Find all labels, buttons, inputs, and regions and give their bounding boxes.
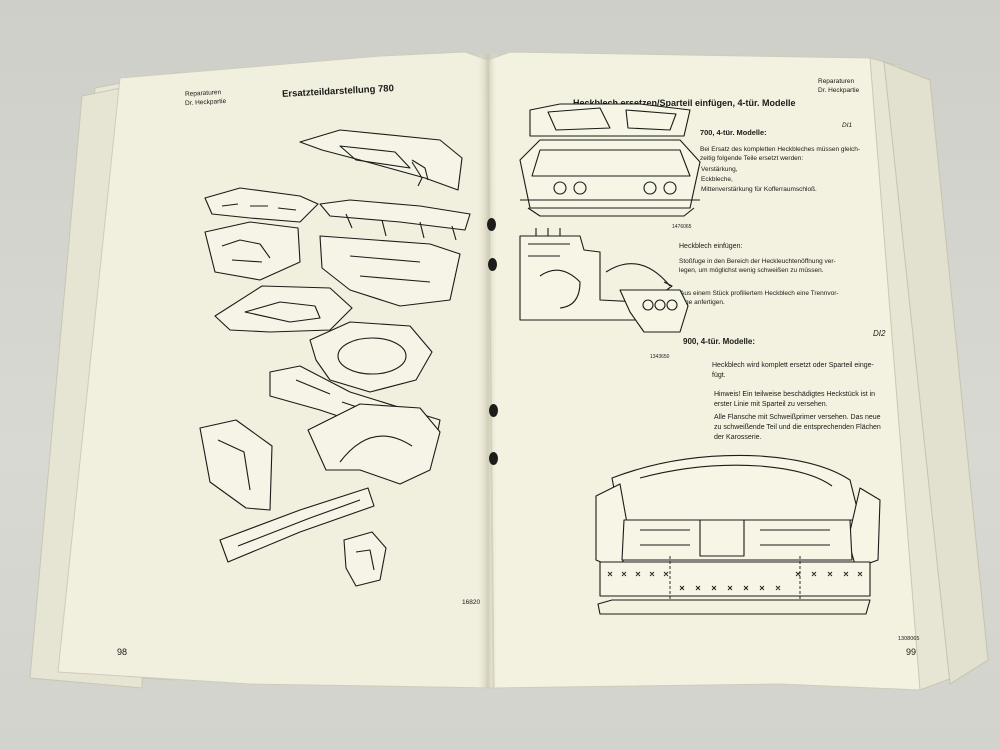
- part-rear-bracket: [319, 235, 461, 307]
- section2-heading: 900, 4-tür. Modelle:: [683, 337, 756, 346]
- section2-p2-line1: Hinweis! Ein teilweise beschädigtes Heck…: [714, 391, 876, 398]
- section1-intro-line1: Bei Ersatz des kompletten Heckbleches mü…: [700, 146, 861, 153]
- part-sill: [219, 487, 375, 563]
- section2-p2-line2: erster Linie mit Sparteil zu versehen.: [714, 401, 828, 408]
- section1-heading: 700, 4-tür. Modelle:: [700, 128, 767, 137]
- binding-hole: [488, 258, 497, 271]
- part-wheel-house: [307, 403, 441, 485]
- part-inner-panel: [204, 221, 301, 281]
- section1-code: DI1: [842, 122, 853, 129]
- part-trunk-lid: [299, 129, 463, 191]
- part-spare-wheel-well: [309, 321, 433, 393]
- binding-hole: [487, 218, 496, 231]
- section1-intro-line2: zeitig folgende Teile ersetzt werden:: [700, 155, 804, 162]
- part-detail-bracket: [343, 531, 387, 587]
- figure3-code: 1308065: [898, 636, 920, 642]
- section2-code: DI2: [873, 329, 886, 338]
- section1-item3: Mittenverstärkung für Kofferraumschloß.: [701, 186, 817, 193]
- left-page-number: 98: [117, 647, 128, 657]
- right-header-line1: Reparaturen: [818, 78, 855, 85]
- section2-p1-line2: fügt.: [712, 372, 726, 379]
- figure2-code: 1343650: [650, 354, 670, 360]
- insert-p2-line1: Aus einem Stück profiliertem Heckblech e…: [680, 290, 839, 297]
- insert-p1-line2: legen, um möglichst wenig schweißen zu m…: [679, 267, 824, 274]
- part-floor-panel: [214, 285, 353, 333]
- figure1-code: 1476065: [672, 224, 692, 230]
- section2-p1-line1: Heckblech wird komplett ersetzt oder Spa…: [712, 362, 874, 369]
- insert-heading: Heckblech einfügen:: [679, 243, 743, 250]
- right-page-number: 99: [906, 647, 917, 657]
- binding-hole: [489, 452, 498, 465]
- figure-700-corner-detail: [519, 228, 689, 333]
- part-corner-panel: [199, 419, 273, 511]
- section2-p3-line2: zu schweißende Teil und die entsprechend…: [714, 424, 881, 431]
- insert-p2-line2: lage anfertigen.: [680, 299, 725, 306]
- right-header-line2: Dr. Heckpartie: [818, 87, 860, 94]
- part-rear-panel-upper: [204, 187, 319, 223]
- section2-p3-line1: Alle Flansche mit Schweißprimer versehen…: [714, 414, 881, 421]
- binding-hole: [489, 404, 498, 417]
- part-crossmember: [319, 199, 471, 231]
- figure-900-rear-view: [595, 454, 881, 615]
- right-page-title: Heckblech ersetzen/Sparteil einfügen, 4-…: [573, 98, 796, 108]
- insert-p1-line1: Stoßfuge in den Bereich der Heckleuchten…: [679, 258, 836, 265]
- figure-700-rear-view: [519, 103, 701, 217]
- section1-item1: Verstärkung,: [701, 166, 738, 173]
- section1-item2: Eckbleche,: [701, 176, 733, 183]
- left-figure-code: 16820: [462, 599, 481, 606]
- section2-p3-line3: der Karosserie.: [714, 434, 762, 441]
